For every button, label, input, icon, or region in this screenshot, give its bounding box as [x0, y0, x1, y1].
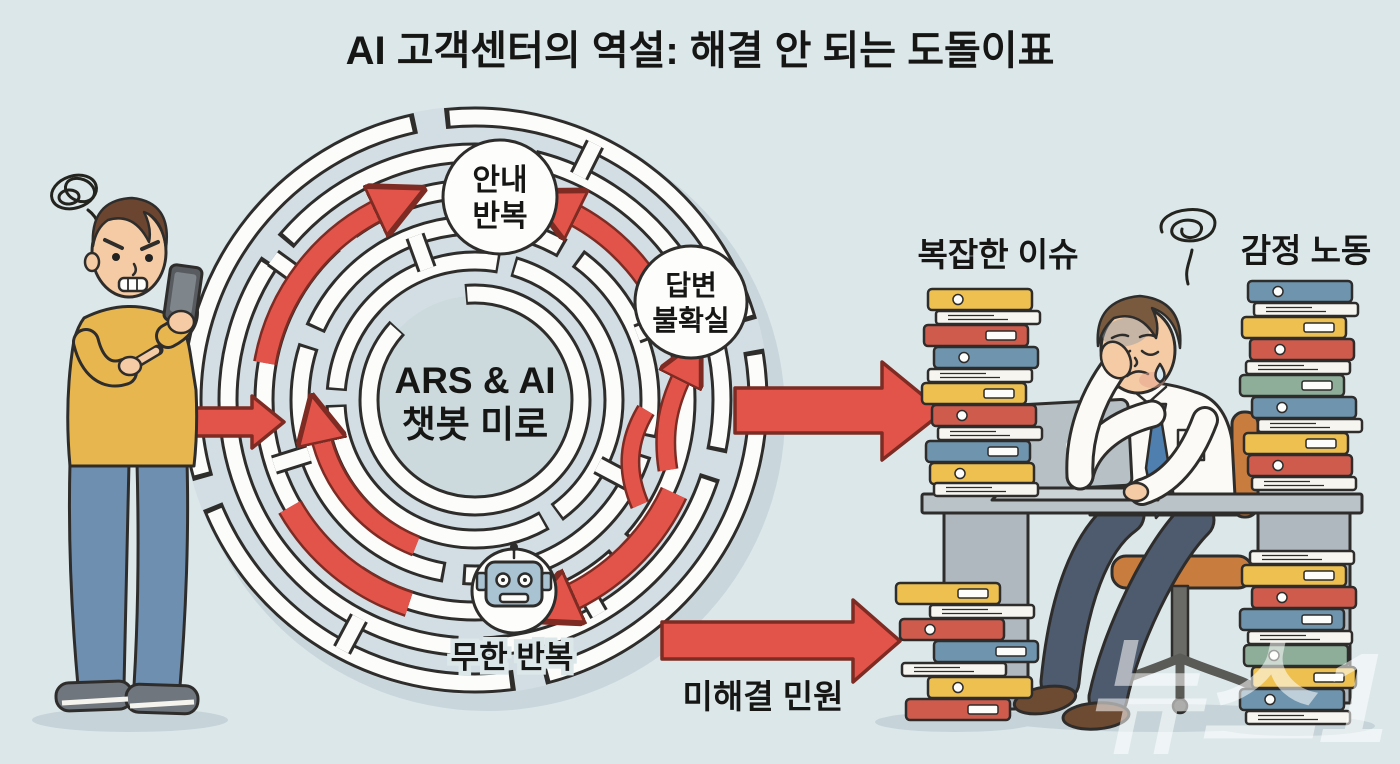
- tornado-scribble-icon: [1159, 208, 1217, 286]
- loop-band-bottom-left: [280, 501, 413, 615]
- loop-arrow-left-up: [255, 207, 385, 365]
- agent-hand-typing: [1122, 481, 1150, 503]
- agent-scene: 복잡한 이슈 감정 노동: [875, 208, 1375, 736]
- customer-hand-right: [117, 355, 143, 377]
- loop-band-right: [622, 406, 653, 508]
- page-title: AI 고객센터의 역설: 해결 안 되는 도돌이표: [346, 29, 1055, 73]
- node-uncertain-answer-line1: 답변: [665, 270, 717, 301]
- customer-jeans-right: [132, 460, 190, 688]
- robot-icon: [475, 543, 553, 608]
- maze-center-line1: ARS & AI: [394, 360, 555, 401]
- customer-shoe-right: [124, 682, 200, 716]
- loop-arrow-to-robot: [564, 487, 685, 601]
- maze-center-disc: [371, 296, 579, 504]
- book-stack-emotional-labor: [1238, 279, 1364, 492]
- sweat-drop-icon: [1154, 362, 1166, 384]
- loop-arrow-inner-up: [320, 433, 420, 554]
- unresolved-complaints-arrow: [660, 598, 902, 684]
- maze-center-label: ARS & AI 챗봇 미로: [394, 360, 555, 445]
- frustrated-customer: [32, 173, 228, 732]
- gritted-teeth: [117, 276, 149, 293]
- stress-shading: [1102, 317, 1150, 347]
- customer-jeans-left: [67, 460, 131, 688]
- agent-shoe-right: [1061, 701, 1131, 731]
- maze-center-line2: 챗봇 미로: [402, 404, 548, 445]
- node-guide-repeat-line1: 안내: [472, 164, 527, 197]
- angry-brows: [103, 238, 160, 251]
- loop-arrow-to-right-node: [657, 372, 684, 472]
- smartphone-icon: [162, 263, 204, 325]
- node-guide-repeat: 안내 반복: [441, 138, 559, 256]
- unresolved-complaints-flow: 미해결 민원: [660, 598, 902, 715]
- book-stack-complex-issues: [920, 287, 1044, 498]
- news1-watermark: 뉴스1: [1079, 627, 1400, 764]
- node-uncertain-answer: 답변 불확실: [633, 244, 749, 360]
- node-guide-repeat-line2: 반복: [472, 200, 527, 233]
- node-infinite-loop: 무한 반복: [446, 543, 578, 680]
- agent-leg-right: [1090, 502, 1213, 716]
- unresolved-complaints-label: 미해결 민원: [683, 678, 844, 715]
- worried-brows: [1110, 333, 1158, 340]
- agent-hair: [1096, 294, 1182, 350]
- watermark-text: 뉴스1: [1079, 627, 1400, 764]
- customer-arm-pointing: [75, 331, 135, 385]
- ars-chatbot-maze: ARS & AI 챗봇 미로 안내 반복 답변 불확실: [181, 106, 785, 711]
- customer-hair: [91, 196, 169, 250]
- infinite-loop-label: 무한 반복: [451, 640, 574, 675]
- customer-shoe-left: [54, 679, 134, 713]
- agent-leg-left: [1042, 497, 1143, 700]
- agent-forearm-on-face: [1068, 356, 1126, 488]
- agent-arm-typing: [1131, 409, 1216, 503]
- emotional-labor-label: 감정 노동: [1241, 232, 1372, 269]
- complex-issues-label: 복잡한 이슈: [918, 236, 1079, 273]
- escalation-arrow: [733, 360, 945, 462]
- customer-head: [83, 196, 169, 299]
- stress-scribble-icon: [50, 173, 100, 226]
- agent-hand-on-face: [1099, 340, 1133, 380]
- node-uncertain-answer-line2: 불확실: [652, 305, 729, 336]
- customer-hand-left: [166, 309, 196, 335]
